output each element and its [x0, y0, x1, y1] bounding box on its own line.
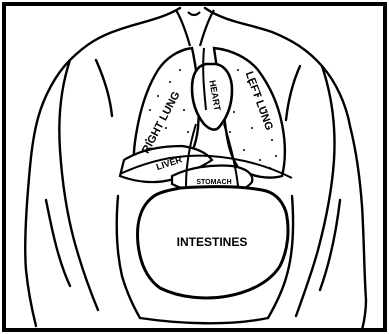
neck	[176, 10, 214, 46]
label-stomach: STOMACH	[196, 179, 231, 186]
label-intestines: INTESTINES	[177, 235, 248, 249]
